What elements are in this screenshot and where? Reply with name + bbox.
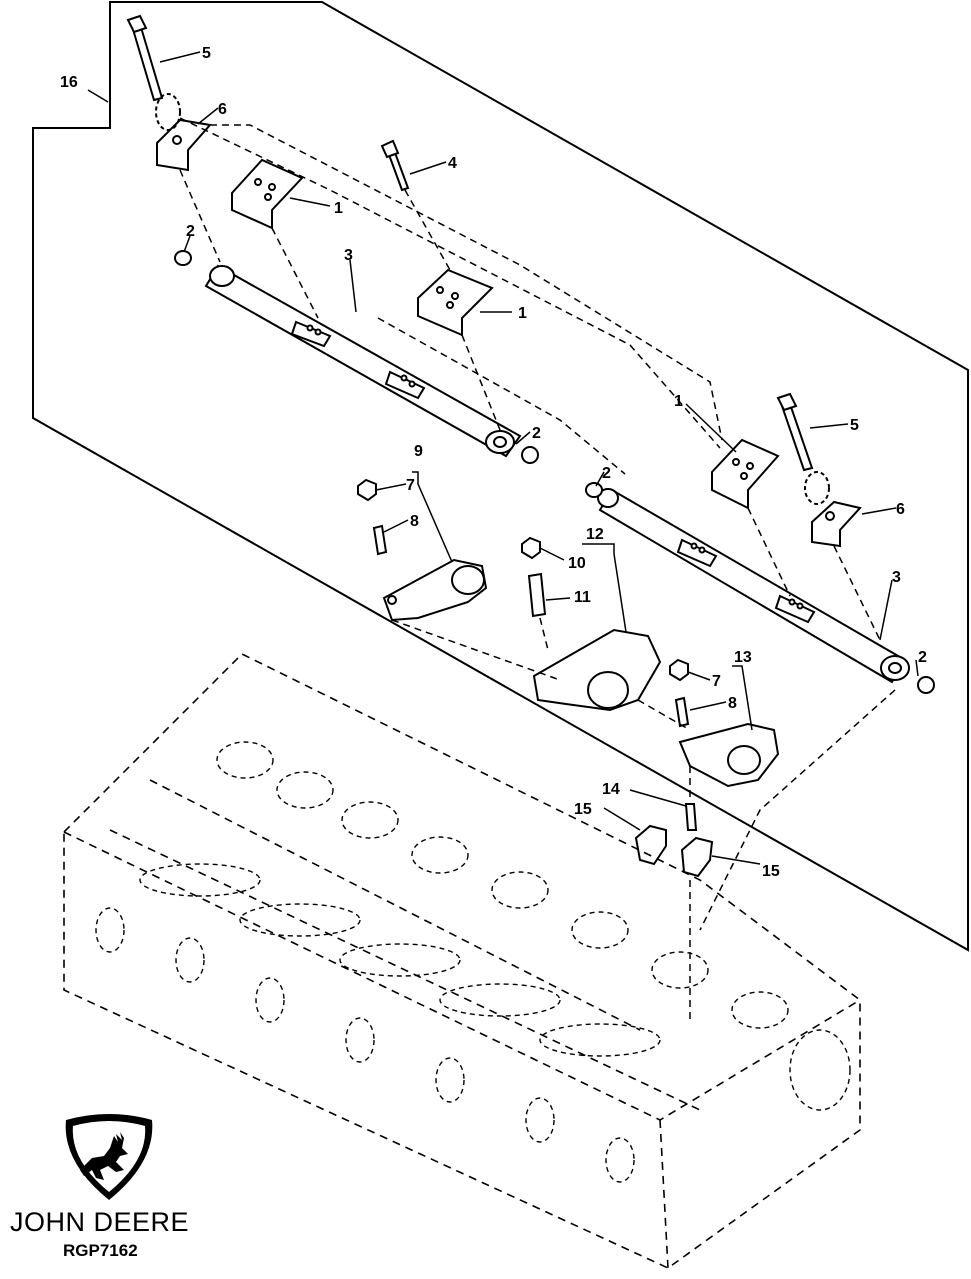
clamp-6-lower: [811, 500, 862, 548]
callout-8-second: 8: [728, 695, 737, 712]
callout-14: 14: [602, 781, 620, 798]
assembly-leaders-upper: [179, 117, 723, 475]
callout-6-lower: 6: [896, 501, 905, 518]
callout-11: 11: [574, 589, 591, 606]
clamp-6-upper: [156, 118, 212, 172]
valve-cap-15b: [680, 836, 714, 878]
callout-5-upper: 5: [202, 45, 211, 62]
callout-15-right: 15: [762, 863, 780, 880]
cylinder-head: [63, 653, 861, 1269]
callout-4: 4: [448, 155, 457, 172]
plug-2d: [917, 676, 935, 694]
nut-7a: [357, 478, 377, 502]
callout-10: 10: [568, 555, 586, 572]
bolt-5-lower: [780, 402, 814, 472]
callout-15-left: 15: [574, 801, 592, 818]
callout-2-third: 2: [602, 465, 611, 482]
assembly-leaders-lower: [699, 507, 896, 931]
brand-name: JOHN DEERE: [10, 1207, 190, 1237]
callout-1-first: 1: [334, 200, 343, 217]
callout-labels: 16 5 6 4 1 2 3 1 2 1 5 9 7 8 12 10 11 2 …: [60, 45, 927, 880]
callout-13: 13: [734, 649, 752, 666]
assembly-outline: [32, 0, 969, 952]
adjusting-screw-8a: [372, 524, 388, 556]
callout-6-upper: 6: [218, 101, 227, 118]
support-block-1b: [417, 268, 494, 337]
deer-logo-icon: [65, 1114, 153, 1200]
callout-2-first: 2: [186, 223, 195, 240]
figure-code: RGP7162: [63, 1241, 138, 1260]
callout-5-lower: 5: [850, 417, 859, 434]
plug-2c: [585, 482, 603, 498]
callout-8-first: 8: [410, 513, 419, 530]
lower-shaft-group: [585, 392, 935, 694]
cylinder-head-details: [95, 741, 851, 1183]
callout-2-fourth: 2: [918, 649, 927, 666]
callout-2-second: 2: [532, 425, 541, 442]
nut-7b: [669, 658, 689, 682]
callout-7-first: 7: [406, 477, 415, 494]
adjusting-screw-11: [527, 572, 547, 618]
callout-12: 12: [586, 526, 604, 543]
valve-cap-15a: [634, 824, 667, 866]
callout-leaders: [87, 51, 919, 865]
plug-2b: [521, 446, 539, 464]
plug-2a: [174, 250, 192, 266]
callout-3-lower: 3: [892, 569, 901, 586]
callout-9: 9: [414, 443, 423, 460]
callout-1-third: 1: [674, 393, 683, 410]
push-rod-14: [684, 803, 698, 831]
callout-3-upper: 3: [344, 247, 353, 264]
upper-shaft-group: [126, 14, 539, 464]
bolt-5-upper: [130, 22, 164, 102]
callout-1-second: 1: [518, 305, 527, 322]
callout-7-second: 7: [712, 673, 721, 690]
adjusting-screw-8b: [674, 696, 690, 728]
callout-16: 16: [60, 74, 78, 91]
rocker-leaders: [391, 617, 691, 1020]
nut-10: [521, 536, 541, 560]
